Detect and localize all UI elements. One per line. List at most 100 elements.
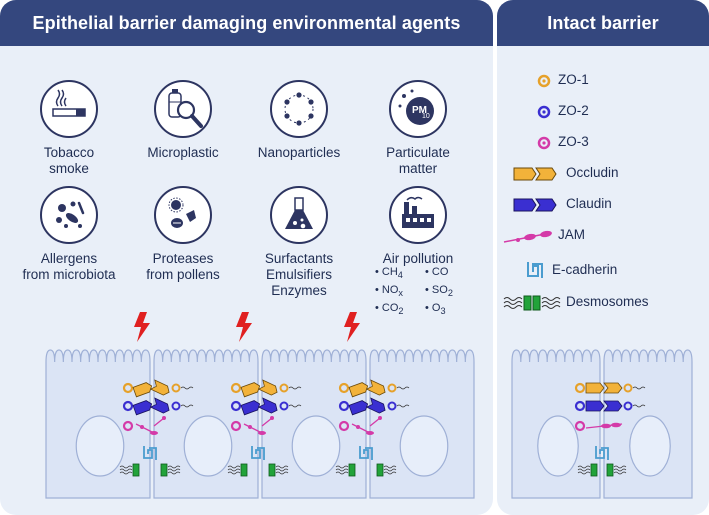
factory-icon: [389, 186, 447, 244]
microbiota-icon: [40, 186, 98, 244]
claudin-right: [257, 397, 278, 414]
legend-desmosomes: Desmosomes: [502, 293, 702, 313]
gas-o3: • O3: [425, 302, 446, 317]
keratin-filament: [119, 468, 133, 472]
legend-jam: JAM: [502, 226, 702, 246]
keratin-filament: [383, 468, 397, 472]
legend-label: Occludin: [566, 165, 619, 180]
zo-protein: [230, 400, 242, 412]
desmosome-plaque: [348, 463, 356, 477]
zo3-protein: [122, 420, 134, 432]
pm-text: PM: [412, 105, 427, 116]
legend-label: ZO-1: [558, 72, 589, 87]
desmosome-plaque: [132, 463, 140, 477]
pm10-icon: PM 10: [389, 80, 447, 138]
magnifier-bottle-icon: [154, 80, 212, 138]
cell-junction: [227, 379, 302, 477]
cell-nucleus: [291, 415, 341, 477]
jam-dot: [270, 416, 274, 420]
zo-protein: [122, 382, 134, 394]
keratin-filament: [613, 471, 627, 475]
actin-filament: [632, 386, 646, 390]
agent-label-line: Enzymes: [271, 283, 327, 298]
e-cadherin: [595, 446, 605, 459]
claudin-icon: [513, 198, 557, 212]
e-cadherin: [601, 447, 609, 460]
desmosome-plaque: [376, 463, 384, 477]
gas-co2: • CO2: [375, 302, 404, 317]
keratin-filament: [227, 471, 241, 475]
occludin-left: [585, 382, 605, 394]
keratin-filament: [335, 471, 349, 475]
left-panel-header: Epithelial barrier damaging environmenta…: [0, 0, 493, 46]
occludin-right: [257, 379, 278, 396]
agent-label-line: Allergens: [40, 251, 98, 266]
e-cadherin: [257, 447, 265, 460]
agent-label-line: smoke: [49, 161, 89, 176]
agent-label-line: Proteases: [152, 251, 214, 266]
e-cadherin: [149, 447, 157, 460]
zo-protein: [387, 401, 397, 411]
actin-filament: [396, 386, 410, 390]
keratin-filament: [383, 465, 397, 469]
zo-protein: [122, 400, 134, 412]
desmosome-plaque: [268, 463, 276, 477]
desmosome-plaque: [240, 463, 248, 477]
legend-label: Desmosomes: [566, 294, 649, 309]
claudin-right: [365, 397, 386, 414]
cigarette-icon: [40, 80, 98, 138]
agent-label-line: from pollens: [146, 267, 220, 282]
cell-junction: [335, 379, 410, 477]
keratin-filament: [335, 465, 349, 469]
zo-protein: [623, 383, 633, 393]
epithelial-cell: [603, 349, 693, 499]
flask-icon: [270, 186, 328, 244]
lightning-bolt-icon: [344, 312, 360, 342]
zo3-protein: [574, 420, 586, 432]
keratin-filament: [275, 468, 289, 472]
lightning-bolt-icon: [134, 312, 150, 342]
zo-protein: [171, 401, 181, 411]
keratin-filament: [335, 468, 349, 472]
agent-label-line: matter: [398, 161, 438, 176]
gas-ch4: • CH4: [375, 266, 403, 281]
desmosome-plaque: [590, 463, 598, 477]
cell-nucleus: [629, 415, 671, 477]
agent-label-line: Particulate: [386, 145, 450, 160]
agent-label-line: Emulsifiers: [265, 267, 332, 282]
jam-dot: [258, 431, 266, 435]
jam-dot: [162, 416, 166, 420]
ecadherin-icon: [527, 262, 543, 278]
legend-occludin: Occludin: [502, 164, 702, 184]
jam-dot: [248, 425, 252, 429]
legend-claudin: Claudin: [502, 195, 702, 215]
zo-protein: [279, 383, 289, 393]
actin-filament: [288, 386, 302, 390]
keratin-filament: [167, 471, 181, 475]
desmosome-icon: [503, 295, 561, 311]
legend-label: ZO-2: [558, 103, 589, 118]
legend-label: Claudin: [566, 196, 612, 211]
cell-nucleus: [183, 415, 233, 477]
keratin-filament: [227, 465, 241, 469]
e-cadherin: [143, 446, 153, 459]
occludin-right: [365, 379, 386, 396]
jam-dot: [366, 431, 374, 435]
occludin-right: [603, 382, 623, 394]
actin-filament: [288, 404, 302, 408]
desmosome-plaque: [160, 463, 168, 477]
zo3-protein: [230, 420, 242, 432]
claudin-right: [603, 400, 623, 412]
legend-zo1: ZO-1: [502, 71, 702, 91]
agent-label-line: Tobacco: [43, 145, 95, 160]
keratin-filament: [275, 471, 289, 475]
keratin-filament: [613, 468, 627, 472]
agent-label-line: Surfactants: [264, 251, 334, 266]
agent-nanoparticles: Nanoparticles: [240, 80, 358, 161]
jam-strand: [369, 417, 381, 427]
zo-protein: [338, 400, 350, 412]
